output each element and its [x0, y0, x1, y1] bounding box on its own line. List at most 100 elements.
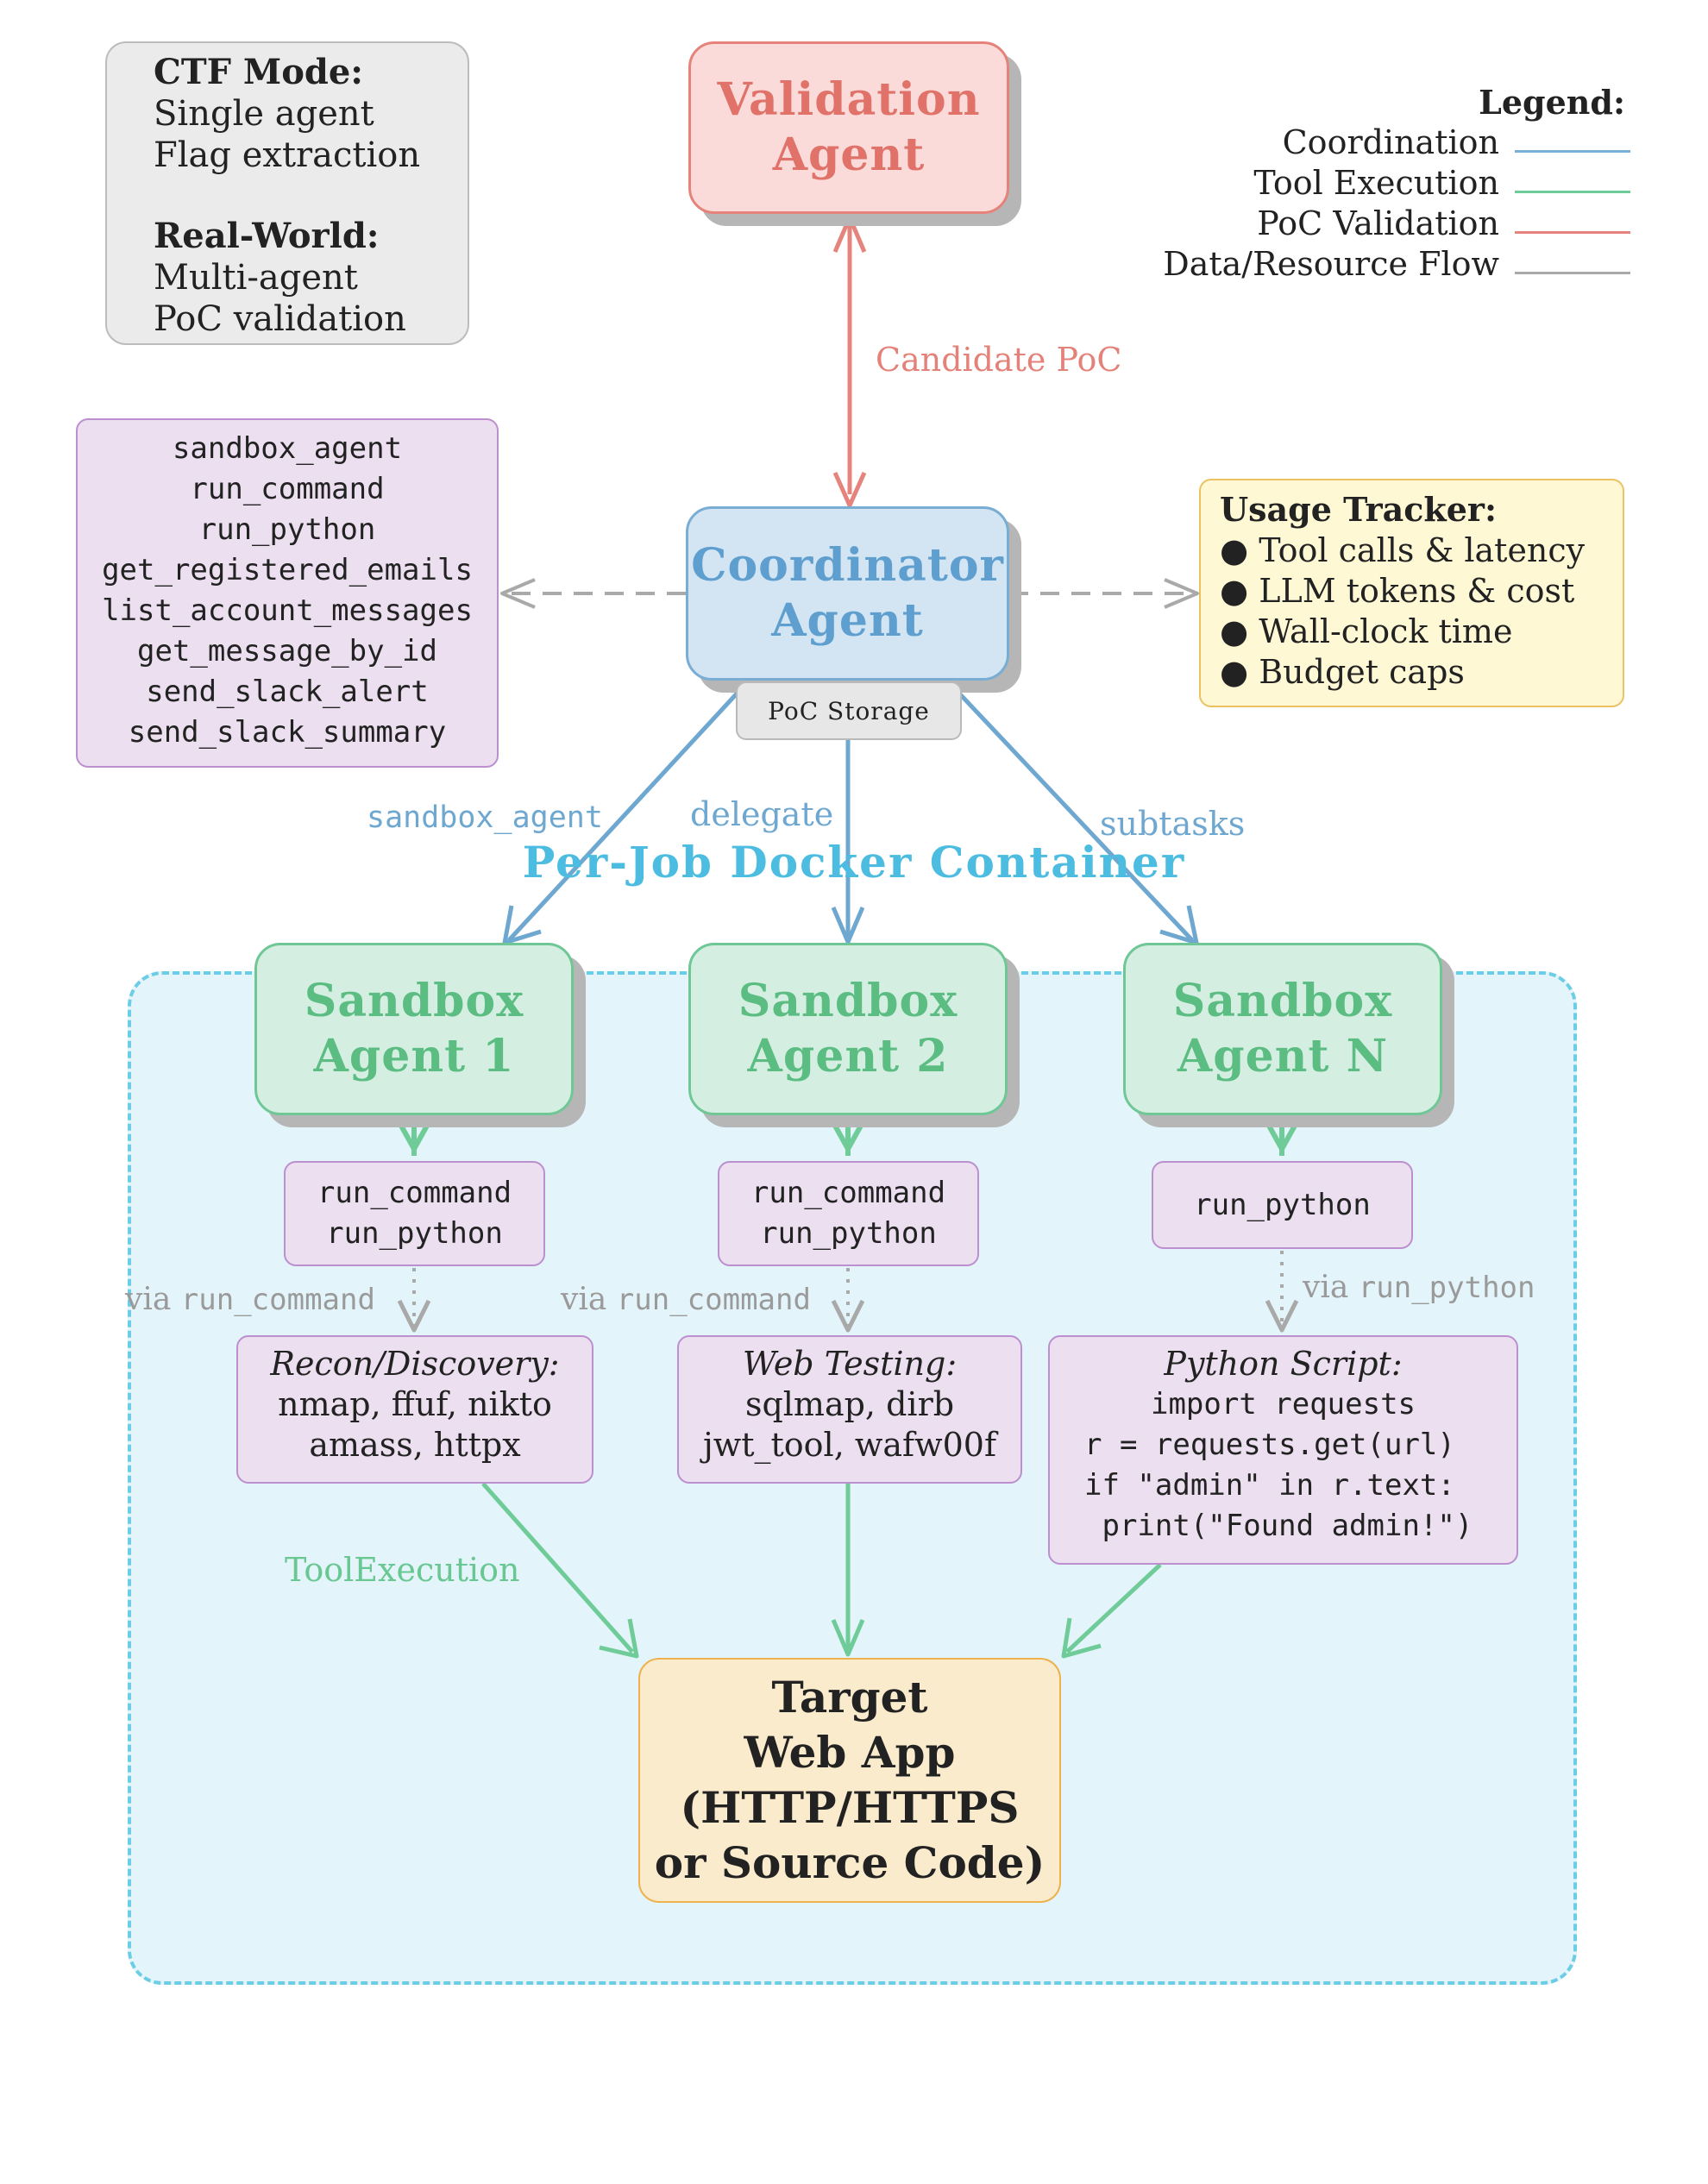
coordination-wire-1 — [507, 679, 750, 942]
recon-title: Recon/Discovery: — [270, 1345, 560, 1383]
python-script-box: Python Script: import requests r = reque… — [1048, 1335, 1518, 1565]
sandbox-agent-2-node[interactable]: Sandbox Agent 2 — [688, 943, 1008, 1115]
tool-item: list_account_messages — [102, 593, 473, 628]
usage-tracker-item: ● Tool calls & latency — [1220, 531, 1586, 569]
dotted-arrowhead-2 — [831, 1299, 865, 1333]
web-testing-box: Web Testing: sqlmap, dirb jwt_tool, wafw… — [677, 1335, 1022, 1484]
tool-item: run_python — [198, 512, 376, 547]
target-arrowhead-3 — [1061, 1617, 1102, 1659]
poc-storage: PoC Storage — [736, 681, 962, 740]
docker-container-title: Per-Job Docker Container — [522, 837, 1186, 888]
ctf-mode-line: Single agent — [154, 94, 374, 134]
python-script-title: Python Script: — [1164, 1345, 1403, 1383]
web-testing-tools: sqlmap, dirb — [744, 1385, 955, 1423]
validation-agent-label: Validation — [717, 73, 981, 126]
code-line: import requests — [1150, 1387, 1416, 1421]
tool-item: run_command — [750, 1176, 946, 1210]
dotted-arrowhead-3 — [1265, 1299, 1299, 1333]
legend-item: Data/Resource Flow — [1070, 244, 1630, 285]
sandbox-agent-label: Sandbox — [304, 975, 524, 1027]
tool-exec-arrow-3 — [1262, 1116, 1302, 1156]
code-line: r = requests.get(url) — [1084, 1428, 1455, 1462]
coordinator-agent-label: Coordinator — [691, 539, 1004, 592]
sandbox-agent-1-node[interactable]: Sandbox Agent 1 — [254, 943, 574, 1115]
tool-item: run_python — [1194, 1187, 1371, 1222]
legend-swatch-tool-execution — [1515, 191, 1630, 193]
tool-item: run_command — [190, 472, 385, 506]
legend: Legend: Coordination Tool Execution PoC … — [1070, 82, 1630, 285]
via-run-python-label: via run_python — [1303, 1270, 1535, 1305]
target-arrowhead-2 — [831, 1619, 865, 1657]
target-label: (HTTP/HTTPS — [680, 1782, 1020, 1833]
legend-label: Tool Execution — [1253, 164, 1499, 202]
recon-discovery-box: Recon/Discovery: nmap, ffuf, nikto amass… — [236, 1335, 593, 1484]
target-wire-3 — [1065, 1563, 1162, 1654]
tool-item: send_slack_summary — [128, 715, 447, 750]
coordination-arrowhead-2 — [831, 907, 865, 945]
tool-item: run_python — [326, 1216, 503, 1251]
ctf-mode-title: CTF Mode: — [154, 52, 364, 92]
via-run-command-label-1: via run_command — [125, 1282, 375, 1317]
web-testing-tools: jwt_tool, wafw00f — [702, 1426, 997, 1464]
legend-swatch-data-flow — [1515, 272, 1630, 274]
real-world-title: Real-World: — [154, 216, 380, 256]
delegate-edge-label: delegate — [690, 795, 834, 833]
sandbox-agent-label: Sandbox — [1172, 975, 1393, 1027]
poc-arrowhead-top — [832, 215, 867, 253]
legend-item: Tool Execution — [1070, 163, 1630, 204]
real-world-line: Multi-agent — [154, 258, 358, 298]
validation-agent-label: Agent — [772, 129, 926, 181]
tool-item: get_registered_emails — [102, 553, 473, 587]
legend-label: Data/Resource Flow — [1163, 245, 1499, 283]
sandbox-agent-label: Agent N — [1177, 1030, 1389, 1083]
usage-tracker-item: ● LLM tokens & cost — [1220, 572, 1575, 610]
usage-tracker-title: Usage Tracker: — [1220, 490, 1497, 529]
sandbox-agent-label: Agent 2 — [747, 1030, 949, 1083]
usage-tracker: Usage Tracker: ● Tool calls & latency ● … — [1199, 479, 1624, 707]
coordinator-agent-node[interactable]: Coordinator Agent — [686, 506, 1009, 681]
code-line: if "admin" in r.text: — [1084, 1468, 1455, 1503]
code-line: print("Found admin!") — [1084, 1509, 1473, 1543]
legend-title: Legend: — [1479, 83, 1625, 122]
web-testing-title: Web Testing: — [742, 1345, 958, 1383]
tool-item: get_message_by_id — [137, 634, 437, 668]
recon-tools: amass, httpx — [309, 1426, 521, 1464]
tool-item: send_slack_alert — [146, 675, 429, 709]
resource-arrowhead-right — [1164, 578, 1199, 609]
recon-tools: nmap, ffuf, nikto — [278, 1385, 552, 1423]
coordinator-agent-label: Agent — [771, 594, 924, 647]
sandbox-2-tools: run_command run_python — [718, 1161, 979, 1266]
resource-arrowhead-left — [500, 578, 536, 609]
legend-swatch-coordination — [1515, 150, 1630, 153]
target-label: Web App — [744, 1727, 956, 1778]
target-label: Target — [771, 1672, 928, 1723]
legend-label: PoC Validation — [1257, 204, 1499, 242]
target-wire-1 — [481, 1482, 634, 1654]
sandbox-agent-label: Agent 1 — [313, 1030, 515, 1083]
poc-arrowhead-bottom — [832, 471, 867, 508]
dotted-arrowhead-1 — [397, 1299, 431, 1333]
tool-exec-arrow-2 — [828, 1116, 868, 1156]
tool-item: run_command — [317, 1176, 512, 1210]
target-web-app-node[interactable]: Target Web App (HTTP/HTTPS or Source Cod… — [638, 1658, 1061, 1903]
sandbox-agent-label: Sandbox — [738, 975, 958, 1027]
target-arrowhead-1 — [599, 1618, 639, 1659]
usage-tracker-item: ● Wall-clock time — [1220, 612, 1513, 650]
target-label: or Source Code) — [654, 1837, 1046, 1888]
mode-note: CTF Mode: Single agent Flag extraction R… — [105, 41, 469, 345]
subtasks-edge-label: subtasks — [1100, 805, 1246, 843]
real-world-line: PoC validation — [154, 299, 406, 339]
via-run-command-label-2: via run_command — [561, 1282, 811, 1317]
tool-item: run_python — [760, 1216, 937, 1251]
legend-swatch-poc-validation — [1515, 231, 1630, 234]
ctf-mode-line: Flag extraction — [154, 135, 421, 175]
sandbox-agent-n-node[interactable]: Sandbox Agent N — [1123, 943, 1442, 1115]
coordination-wire-3 — [945, 679, 1194, 942]
legend-label: Coordination — [1282, 123, 1499, 161]
legend-item: PoC Validation — [1070, 204, 1630, 244]
candidate-poc-label: Candidate PoC — [876, 341, 1122, 379]
tool-execution-edge-label: ToolExecution — [285, 1551, 520, 1589]
validation-agent-node[interactable]: Validation Agent — [688, 41, 1009, 214]
legend-item: Coordination — [1070, 122, 1630, 163]
